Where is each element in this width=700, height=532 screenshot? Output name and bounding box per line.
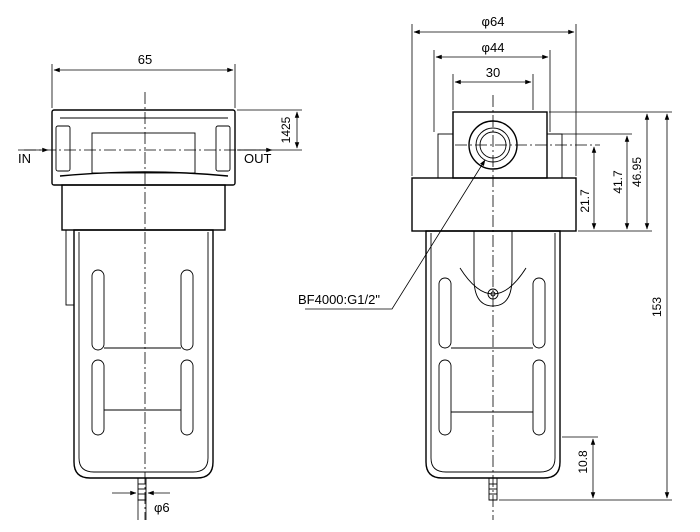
dim-1425-label: 1425 [279, 116, 293, 143]
dim-30-label: 30 [486, 65, 500, 80]
side-bowl-inner-line [430, 233, 556, 473]
side-port-block-left-step [437, 133, 454, 179]
side-collar [411, 177, 577, 232]
outlet-port-lug [215, 125, 231, 172]
inlet-port-lug [55, 125, 71, 172]
port-callout-leader [305, 159, 486, 310]
side-sight-left-upper [438, 277, 452, 349]
inlet-label: IN [18, 151, 31, 166]
side-sight-left-lower [438, 359, 452, 436]
dim-153-label: 153 [650, 297, 664, 317]
side-bowl-outline [425, 230, 561, 479]
dim-10-8-label: 10.8 [576, 450, 590, 474]
side-sight-right-lower [532, 359, 546, 436]
side-port-block-right-step [546, 133, 563, 179]
outlet-label: OUT [244, 151, 272, 166]
sight-window-left-lower [91, 359, 105, 436]
dim-phi44-label: φ44 [482, 40, 505, 55]
dim-46-95-label: 46.95 [630, 157, 644, 187]
front-bowl-inner-line [78, 232, 209, 473]
bowl-upper-contour [459, 267, 527, 295]
sight-window-right-lower [180, 359, 194, 436]
front-head-lower-curve [59, 171, 229, 177]
port-callout-label: BF4000:G1/2" [298, 292, 380, 307]
front-collar [61, 184, 226, 231]
bowl-lock-clip [65, 229, 75, 306]
front-view [24, 92, 262, 520]
drain-dia-label: φ6 [154, 500, 170, 515]
front-dimensions: 65 1425 IN OUT φ6 [18, 52, 302, 520]
side-dimensions: φ64 φ44 30 21.7 41.7 46.95 153 10.8 [298, 14, 672, 501]
front-bowl-outline [73, 229, 214, 479]
sight-window-right-upper [180, 269, 194, 351]
side-view [411, 95, 600, 520]
dim-phi64-label: φ64 [482, 14, 505, 29]
dim-width-65-label: 65 [138, 52, 152, 67]
dim-21-7-label: 21.7 [578, 189, 592, 213]
sight-window-left-upper [91, 269, 105, 351]
side-sight-right-upper [532, 277, 546, 349]
dim-41-7-label: 41.7 [611, 170, 625, 194]
front-head-recess [91, 132, 196, 174]
